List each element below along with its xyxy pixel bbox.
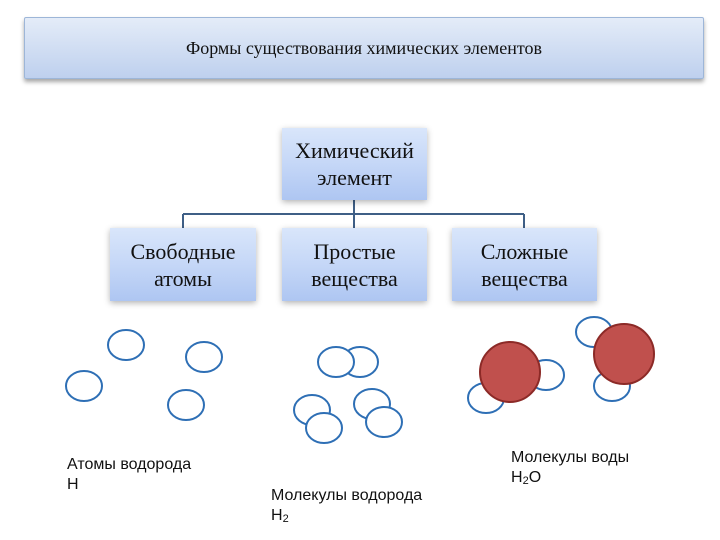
node-complex-substances: Сложные вещества — [452, 228, 597, 301]
formula-element: H — [511, 469, 523, 486]
node-label: Сложные вещества — [480, 238, 569, 291]
node-chemical-element: Химический элемент — [282, 128, 427, 200]
formula-element: O — [528, 469, 542, 486]
caption-formula: H2O — [511, 468, 629, 491]
caption-hydrogen-atoms: Атомы водорода H — [67, 455, 191, 495]
node-label: Свободные атомы — [130, 238, 236, 291]
node-label: Химический элемент — [295, 138, 414, 190]
caption-label: Молекулы водорода — [271, 487, 423, 504]
diagram-title: Формы существования химических элементов — [185, 37, 543, 58]
hydrogen-atom — [107, 329, 145, 361]
caption-hydrogen-molecules: Молекулы водорода H2 — [271, 486, 422, 529]
caption-label: Молекулы воды — [511, 449, 630, 466]
hydrogen-molecule-atom — [365, 406, 403, 438]
oxygen-atom — [479, 341, 541, 403]
water-molecules-group — [467, 316, 655, 414]
node-simple-substances: Простые вещества — [282, 228, 427, 301]
formula-subscript: 2 — [522, 475, 529, 487]
caption-water-molecules: Молекулы воды H2O — [511, 448, 629, 491]
hydrogen-atom — [185, 341, 223, 373]
formula-element: H — [271, 507, 283, 524]
node-free-atoms: Свободные атомы — [110, 228, 256, 301]
hydrogen-molecule-atom — [317, 346, 355, 378]
caption-formula: H2 — [271, 506, 422, 529]
node-label: Простые вещества — [311, 238, 398, 291]
hydrogen-atom — [167, 389, 205, 421]
hydrogen-molecules-group — [293, 346, 403, 444]
oxygen-atom — [593, 323, 655, 385]
hydrogen-atom — [65, 370, 103, 402]
hydrogen-molecule-atom — [305, 412, 343, 444]
title-banner: Формы существования химических элементов — [24, 17, 704, 79]
hydrogen-atoms-group — [65, 329, 223, 421]
formula-subscript: 2 — [282, 513, 289, 525]
caption-label: Атомы водорода — [67, 456, 192, 473]
caption-formula: H — [67, 476, 79, 493]
